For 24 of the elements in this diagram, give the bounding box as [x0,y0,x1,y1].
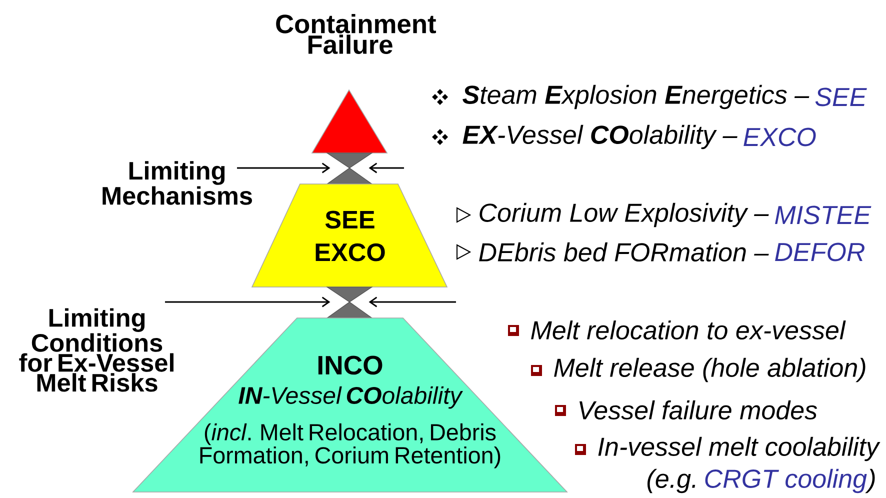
arrow [368,162,404,174]
acronym: EXCO [744,128,816,146]
arrow [237,162,330,174]
acronym: ) [865,468,875,494]
bullet-text: Steam Explosion Energetics – [462,84,810,110]
hourglass-shape [326,286,373,318]
triangle: Containment Failure [276,14,436,154]
arrow [165,296,330,308]
bullet-text: Melt relocation to ex-vessel [531,320,846,340]
bullet-text: DEbris bed FORmation – [479,242,769,262]
bullet-text: Corium Low Explosivity – [480,202,769,228]
bullet-text: EX-Vessel COolability – [462,124,738,150]
acronym: SEE [815,88,867,106]
side-label: Limiting Conditions for Ex-Vessel Melt Risks [19,308,174,392]
acronym: CRGT cooling [705,468,867,494]
hourglass-shape [326,152,373,184]
node-label: Containment Failure [276,14,436,54]
note-text: (e.g. [647,468,696,494]
bullet-text: In-vessel melt coolability [598,436,880,462]
bullet-text: Melt release (hole ablation) [554,358,866,382]
acronym: MISTEE [775,206,872,224]
arrow [368,296,456,308]
side-label: Limiting Mechanisms [102,161,252,205]
acronym: DEFOR [775,242,864,262]
